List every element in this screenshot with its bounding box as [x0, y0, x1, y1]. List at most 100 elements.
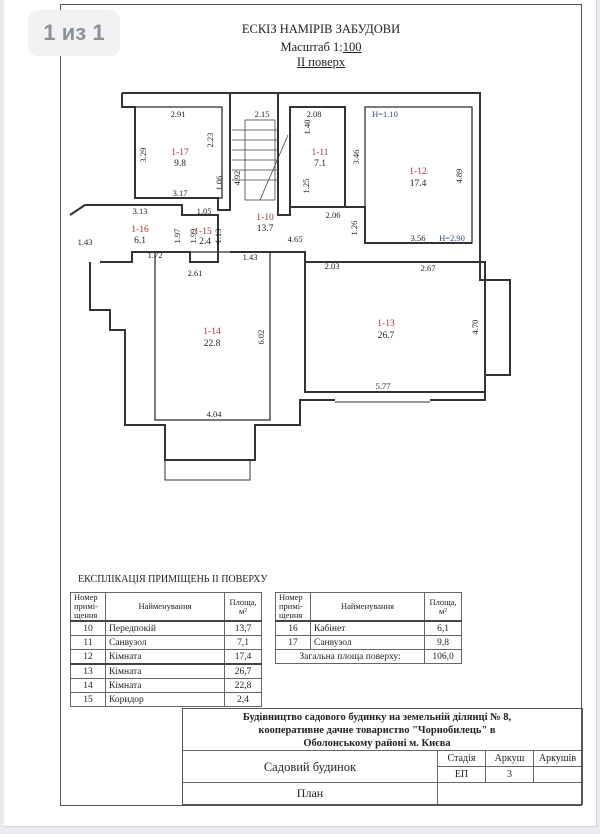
- dimension-label: 5.77: [376, 381, 391, 391]
- sheets-value: [534, 767, 581, 783]
- sheet-value: 3: [486, 767, 534, 783]
- dimension-label: 3.29: [138, 148, 148, 163]
- dimension-label: H=2.90: [439, 233, 465, 243]
- cell-area: 2,4: [224, 692, 262, 707]
- dimension-label: 3.13: [133, 206, 148, 216]
- sheet-label: Аркуш: [486, 751, 534, 767]
- cell-name: Коридор: [105, 692, 225, 707]
- cell-number: 16: [275, 620, 311, 636]
- cell-number: 12: [70, 649, 106, 665]
- dimension-label: 2.23: [205, 133, 215, 148]
- header-area: Площа, м²: [224, 592, 262, 622]
- scale-label: Масштаб 1:100: [60, 40, 582, 55]
- dimension-label: 2.06: [326, 210, 341, 220]
- cell-name: Передпокій: [105, 620, 225, 636]
- room-area: 2.4: [199, 237, 211, 247]
- dimension-label: 2.67: [421, 263, 436, 273]
- cell-area: 17,4: [224, 649, 262, 665]
- room-area: 22.8: [204, 339, 221, 349]
- cell-name: Санвузол: [310, 635, 425, 650]
- dimension-label: 4.92: [232, 171, 242, 186]
- room-area: 6.1: [134, 236, 146, 246]
- cell-area: 6,1: [424, 620, 462, 636]
- cell-number: 11: [70, 635, 106, 650]
- room-area: 13.7: [257, 224, 274, 234]
- explication-table-right: Номер примі-щення Найменування Площа, м²…: [275, 592, 462, 664]
- dimension-label: 2.61: [188, 268, 203, 278]
- room-id: 1-15: [194, 227, 212, 237]
- room-id: 1-12: [409, 167, 427, 177]
- dimensions: 2.91 2.23 3.29 1.06 3.17 2.15 4.92 2.08 …: [78, 109, 480, 419]
- title-block: Будівництво садового будинку на земельні…: [182, 708, 583, 805]
- stage-value: ЕП: [438, 767, 486, 783]
- dimension-label: 1.13: [213, 229, 223, 244]
- cell-name: Кімната: [105, 649, 225, 665]
- explication-caption: ЕКСПЛІКАЦІЯ ПРИМІЩЕНЬ II ПОВЕРХУ: [78, 574, 268, 585]
- dimension-label: 1.26: [349, 221, 359, 236]
- dimension-label: 1.72: [148, 250, 163, 260]
- room-id: 1-10: [256, 213, 274, 223]
- cell-area: 26,7: [224, 663, 262, 679]
- room-id: 1-11: [311, 148, 328, 158]
- room-1-15: 1-152.4: [194, 227, 212, 247]
- dimension-label: 3.17: [173, 188, 188, 198]
- room-area: 26.7: [378, 331, 395, 341]
- dimension-label: 4.89: [454, 169, 464, 184]
- room-id: 1-16: [131, 225, 149, 235]
- drawing-name: План: [183, 783, 438, 804]
- dimension-label: 2.15: [255, 109, 270, 119]
- dimension-label: H=1.10: [372, 109, 398, 119]
- explication-table-left: Номер примі-щення Найменування Площа, м²…: [70, 592, 262, 707]
- cell-area: 13,7: [224, 620, 262, 636]
- room-1-13: 1-13 26.7: [377, 319, 395, 341]
- floor-label: II поверх: [60, 55, 582, 70]
- header-name: Найменування: [310, 592, 425, 622]
- scale-prefix: Масштаб 1:: [280, 40, 343, 54]
- cell-area: 7,1: [224, 635, 262, 650]
- room-id: 1-17: [171, 148, 189, 158]
- page-counter-badge: 1 из 1: [28, 10, 120, 56]
- dimension-label: 3.56: [411, 233, 426, 243]
- cell-area: 9,8: [424, 635, 462, 650]
- header-name: Найменування: [105, 592, 225, 622]
- dimension-label: 1.99: [188, 229, 198, 244]
- room-1-17: 1-179.8: [171, 148, 189, 169]
- total-value: 106,0: [424, 649, 462, 664]
- drawing-title: ЕСКІЗ НАМІРІВ ЗАБУДОВИ: [241, 22, 401, 36]
- total-label: Загальна площа поверху:: [275, 649, 425, 664]
- dimension-label: 1.43: [243, 252, 258, 262]
- object-name: Садовий будинок: [183, 751, 438, 783]
- room-1-11: 1-117.1: [311, 148, 328, 169]
- floor-name: II поверх: [296, 55, 346, 69]
- cell-number: 15: [70, 692, 106, 707]
- header-area: Площа, м²: [424, 592, 462, 622]
- dimension-label: 1.40: [302, 120, 312, 135]
- drawing-frame: [60, 4, 582, 806]
- dimension-label: 2.08: [307, 109, 322, 119]
- cell-number: 10: [70, 620, 106, 636]
- room-1-14: 1-14 22.8: [203, 327, 221, 349]
- room-id: 1-13: [377, 319, 395, 329]
- cell-area: 22,8: [224, 678, 262, 693]
- dimension-label: 1.97: [172, 229, 182, 244]
- sheets-label: Аркушів: [534, 751, 581, 767]
- dimension-label: 1.25: [301, 179, 311, 194]
- dimension-label: 6.02: [256, 330, 266, 345]
- cell-name: Кімната: [105, 678, 225, 693]
- room-id: 1-14: [203, 327, 221, 337]
- cell-number: 14: [70, 678, 106, 693]
- scale-value: 100: [342, 40, 362, 54]
- dimension-label: 2.91: [171, 109, 186, 119]
- dimension-label: 1.06: [214, 176, 224, 191]
- cell-name: Кімната: [105, 663, 225, 679]
- walls: [69, 92, 511, 481]
